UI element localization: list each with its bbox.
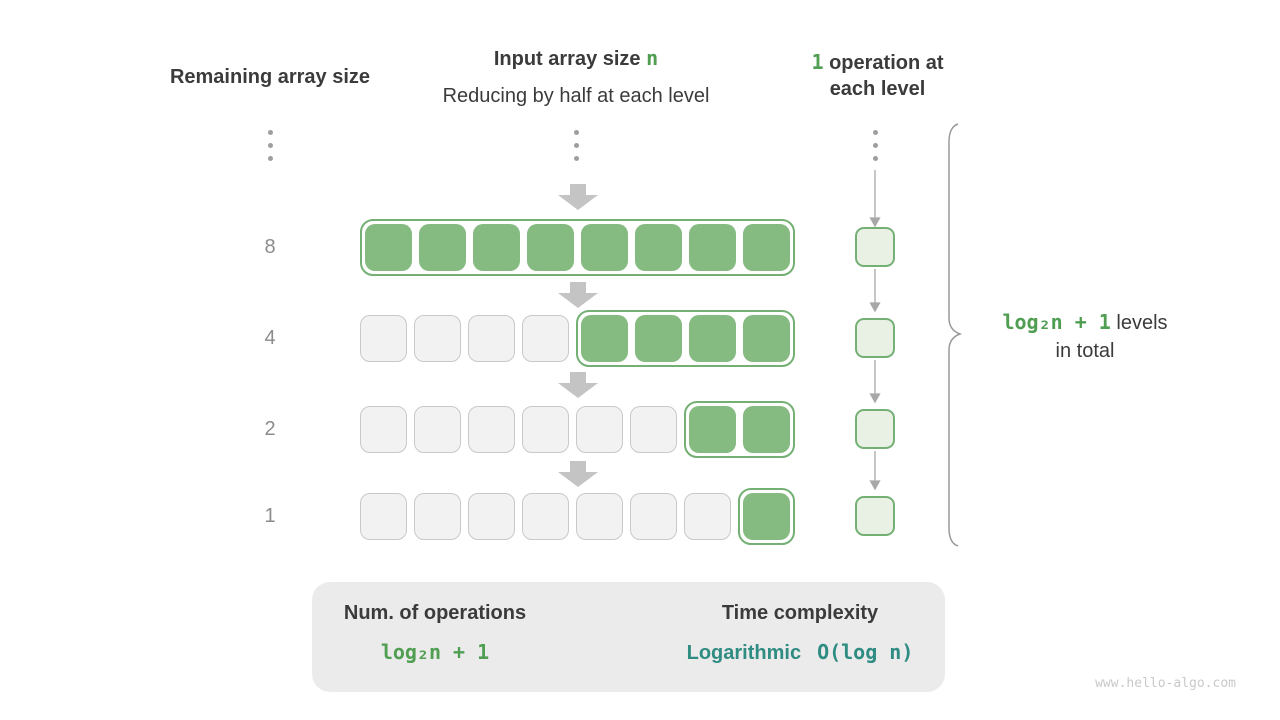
array-cell-inactive	[684, 493, 731, 540]
array-cell-inactive	[630, 493, 677, 540]
n-symbol: n	[646, 46, 659, 70]
operation-per-level-header: 1 operation at each level	[811, 50, 944, 100]
array-cell-active	[419, 224, 466, 271]
array-cell-inactive	[360, 315, 407, 362]
remaining-size-value: 8	[264, 236, 276, 258]
operations-title: Num. of operations	[343, 602, 527, 624]
array-cell-inactive	[522, 493, 569, 540]
watermark: www.hello-algo.com	[1095, 676, 1236, 691]
reducing-subtitle: Reducing by half at each level	[442, 85, 710, 107]
array-cell-active	[527, 224, 574, 271]
input-array-size-title: Input array size n	[493, 46, 659, 70]
complexity-summary: Time complexity Logarithmic O(log n)	[650, 600, 950, 666]
array-row	[360, 488, 795, 545]
array-cell-inactive	[522, 406, 569, 453]
levels-total-label: log₂n + 1 levels in total	[1002, 310, 1168, 362]
array-row	[360, 401, 795, 458]
remaining-array-size-header: Remaining array size	[169, 66, 371, 88]
array-cell-active	[635, 315, 682, 362]
one-symbol: 1	[811, 50, 824, 74]
array-cell-active	[689, 315, 736, 362]
remaining-size-value: 2	[264, 418, 276, 440]
array-cell-inactive	[414, 493, 461, 540]
complexity-name: Logarithmic	[686, 642, 802, 664]
operation-cell	[855, 318, 895, 358]
operation-cell	[855, 409, 895, 449]
array-cell-active	[365, 224, 412, 271]
remaining-size-value: 1	[264, 505, 276, 527]
log-formula: log₂n + 1	[1002, 310, 1111, 334]
summary-box	[312, 582, 945, 692]
array-cell-inactive	[522, 315, 569, 362]
operation-cell	[855, 496, 895, 536]
active-subarray-group	[684, 401, 795, 458]
array-cell-inactive	[414, 315, 461, 362]
array-cell-active	[581, 224, 628, 271]
array-cell-active	[743, 315, 790, 362]
array-cell-active	[743, 406, 790, 453]
array-cell-inactive	[576, 493, 623, 540]
ellipsis-dots-right	[872, 130, 878, 161]
remaining-size-value: 4	[264, 327, 276, 349]
array-cell-active	[635, 224, 682, 271]
array-cell-inactive	[468, 406, 515, 453]
complexity-formula: O(log n)	[817, 640, 914, 664]
array-cell-inactive	[360, 406, 407, 453]
operations-formula: log₂n + 1	[380, 640, 490, 664]
array-cell-active	[689, 406, 736, 453]
array-cell-inactive	[360, 493, 407, 540]
levels-brace	[948, 123, 963, 547]
operation-cell	[855, 227, 895, 267]
array-cell-inactive	[468, 315, 515, 362]
array-cell-active	[743, 224, 790, 271]
array-row	[360, 219, 795, 276]
array-cell-active	[743, 493, 790, 540]
array-cell-inactive	[576, 406, 623, 453]
array-cell-inactive	[630, 406, 677, 453]
array-cell-inactive	[468, 493, 515, 540]
active-subarray-group	[738, 488, 795, 545]
active-subarray-group	[576, 310, 795, 367]
array-cell-active	[689, 224, 736, 271]
input-array-size-header: Input array size n Reducing by half at e…	[420, 45, 732, 109]
array-row	[360, 310, 795, 367]
active-subarray-group	[360, 219, 795, 276]
complexity-title: Time complexity	[721, 602, 879, 624]
ellipsis-dots-left	[267, 130, 273, 161]
array-cell-inactive	[414, 406, 461, 453]
operations-summary: Num. of operations log₂n + 1	[310, 600, 560, 665]
array-cell-active	[473, 224, 520, 271]
ellipsis-dots-middle	[573, 130, 579, 161]
array-cell-active	[581, 315, 628, 362]
